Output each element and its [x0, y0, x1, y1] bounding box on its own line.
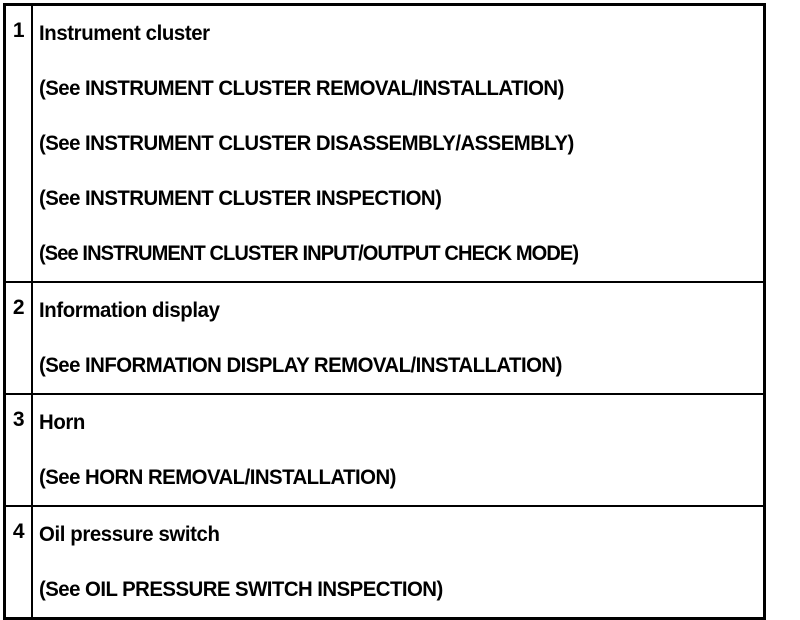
description-lines: Horn (See HORN REMOVAL/INSTALLATION): [33, 395, 763, 505]
row-number-cell: 2: [4, 282, 33, 394]
component-title: Information display: [39, 299, 220, 322]
reference-link[interactable]: (See INSTRUMENT CLUSTER REMOVAL/INSTALLA…: [39, 77, 564, 100]
description-lines: Oil pressure switch (See OIL PRESSURE SW…: [33, 507, 763, 617]
row-number-cell: 4: [4, 506, 33, 619]
row-number: 2: [12, 296, 25, 319]
reference-link[interactable]: (See HORN REMOVAL/INSTALLATION): [39, 466, 396, 489]
row-description-cell: Oil pressure switch (See OIL PRESSURE SW…: [32, 506, 765, 619]
component-title: Instrument cluster: [39, 22, 210, 45]
row-number-cell: 1: [4, 4, 33, 282]
row-description-cell: Horn (See HORN REMOVAL/INSTALLATION): [32, 394, 765, 506]
row-number-cell: 3: [4, 394, 33, 506]
reference-link[interactable]: (See INFORMATION DISPLAY REMOVAL/INSTALL…: [39, 354, 562, 377]
component-title: Oil pressure switch: [39, 523, 220, 546]
table-row: 1 Instrument cluster (See INSTRUMENT CLU…: [4, 4, 765, 283]
table-row: 4 Oil pressure switch (See OIL PRESSURE …: [4, 506, 765, 619]
row-description-cell: Instrument cluster (See INSTRUMENT CLUST…: [32, 5, 765, 283]
row-description-cell: Information display (See INFORMATION DIS…: [32, 282, 765, 394]
component-table-body: 1 Instrument cluster (See INSTRUMENT CLU…: [4, 4, 765, 619]
reference-link[interactable]: (See OIL PRESSURE SWITCH INSPECTION): [39, 578, 443, 601]
reference-link[interactable]: (See INSTRUMENT CLUSTER DISASSEMBLY/ASSE…: [39, 132, 574, 155]
description-lines: Instrument cluster (See INSTRUMENT CLUST…: [33, 6, 763, 281]
row-number: 1: [12, 19, 25, 42]
reference-link[interactable]: (See INSTRUMENT CLUSTER INPUT/OUTPUT CHE…: [39, 242, 579, 265]
row-number: 3: [12, 408, 25, 431]
page: 1 Instrument cluster (See INSTRUMENT CLU…: [3, 3, 766, 620]
table-row: 2 Information display (See INFORMATION D…: [4, 282, 765, 394]
component-table: 1 Instrument cluster (See INSTRUMENT CLU…: [3, 3, 766, 620]
row-number: 4: [12, 520, 25, 543]
table-row: 3 Horn (See HORN REMOVAL/INSTALLATION): [4, 394, 765, 506]
description-lines: Information display (See INFORMATION DIS…: [33, 283, 763, 393]
component-title: Horn: [39, 411, 85, 434]
reference-link[interactable]: (See INSTRUMENT CLUSTER INSPECTION): [39, 187, 442, 210]
